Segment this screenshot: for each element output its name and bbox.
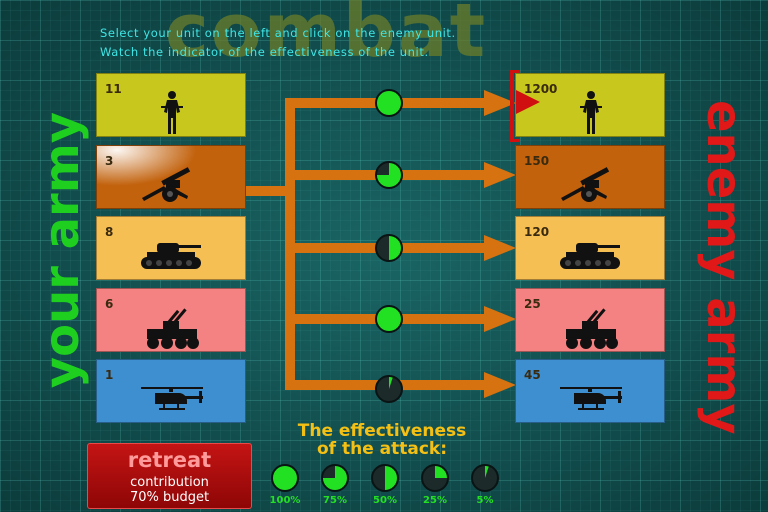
your-unit-infantry[interactable]: 11	[96, 73, 246, 137]
effectiveness-indicator-row-1	[375, 89, 403, 117]
your-unit-helicopter[interactable]: 1	[96, 359, 246, 423]
unit-count: 45	[524, 368, 541, 382]
enemy-unit-anti-air[interactable]: 25	[515, 288, 665, 352]
anti-air-icon	[147, 308, 199, 349]
unit-count: 8	[105, 225, 114, 239]
retreat-button[interactable]: retreat contribution 70% budget	[87, 443, 252, 509]
your-unit-anti-air[interactable]: 6	[96, 288, 246, 352]
effectiveness-indicator-row-5	[375, 375, 403, 403]
game-title: combat	[165, 0, 488, 74]
your-unit-tank[interactable]: 8	[96, 216, 246, 280]
legend-title-2: of the attack:	[316, 439, 448, 459]
retreat-contribution: contribution	[130, 475, 209, 490]
anti-air-icon	[566, 308, 618, 349]
unit-count: 3	[105, 154, 114, 168]
legend-indicator-5	[471, 464, 499, 492]
legend-label: 50%	[373, 495, 397, 506]
legend-label: 25%	[423, 495, 447, 506]
unit-count: 25	[524, 297, 541, 311]
legend-label: 100%	[269, 495, 301, 506]
effectiveness-indicator-row-4	[375, 305, 403, 333]
enemy-army-label: enemy army	[696, 100, 752, 435]
legend-indicator-1	[271, 464, 299, 492]
legend-indicator-4	[421, 464, 449, 492]
legend-label: 5%	[476, 495, 494, 506]
tank-icon	[560, 243, 620, 269]
helicopter-icon	[560, 387, 622, 410]
legend-title-1: The effectiveness	[297, 421, 467, 441]
arrow-connector	[246, 186, 290, 196]
unit-count: 11	[105, 82, 122, 96]
enemy-unit-artillery[interactable]: 150	[515, 145, 665, 209]
artillery-icon	[142, 167, 191, 202]
instruction-line-1: Select your unit on the left and click o…	[100, 26, 456, 40]
unit-count: 6	[105, 297, 114, 311]
infantry-icon	[580, 91, 602, 134]
enemy-unit-helicopter[interactable]: 45	[515, 359, 665, 423]
your-unit-artillery[interactable]: 3	[96, 145, 246, 209]
legend-label: 75%	[323, 495, 347, 506]
artillery-icon	[561, 167, 610, 202]
enemy-unit-infantry[interactable]: 1200	[510, 70, 665, 142]
enemy-unit-tank[interactable]: 120	[515, 216, 665, 280]
legend-indicator-2	[321, 464, 349, 492]
tank-icon	[141, 243, 201, 269]
helicopter-icon	[141, 387, 203, 410]
unit-count: 150	[524, 154, 550, 168]
unit-count: 1	[105, 368, 114, 382]
retreat-budget: 70% budget	[129, 490, 210, 505]
unit-count: 1200	[524, 82, 558, 96]
unit-count: 120	[524, 225, 550, 239]
infantry-icon	[161, 91, 183, 134]
legend-indicator-3	[371, 464, 399, 492]
retreat-label: retreat	[127, 448, 212, 472]
instruction-line-2: Watch the indicator of the effectiveness…	[100, 45, 429, 59]
effectiveness-indicator-row-2	[375, 161, 403, 189]
effectiveness-indicator-row-3	[375, 234, 403, 262]
target-flag-icon	[510, 70, 540, 142]
